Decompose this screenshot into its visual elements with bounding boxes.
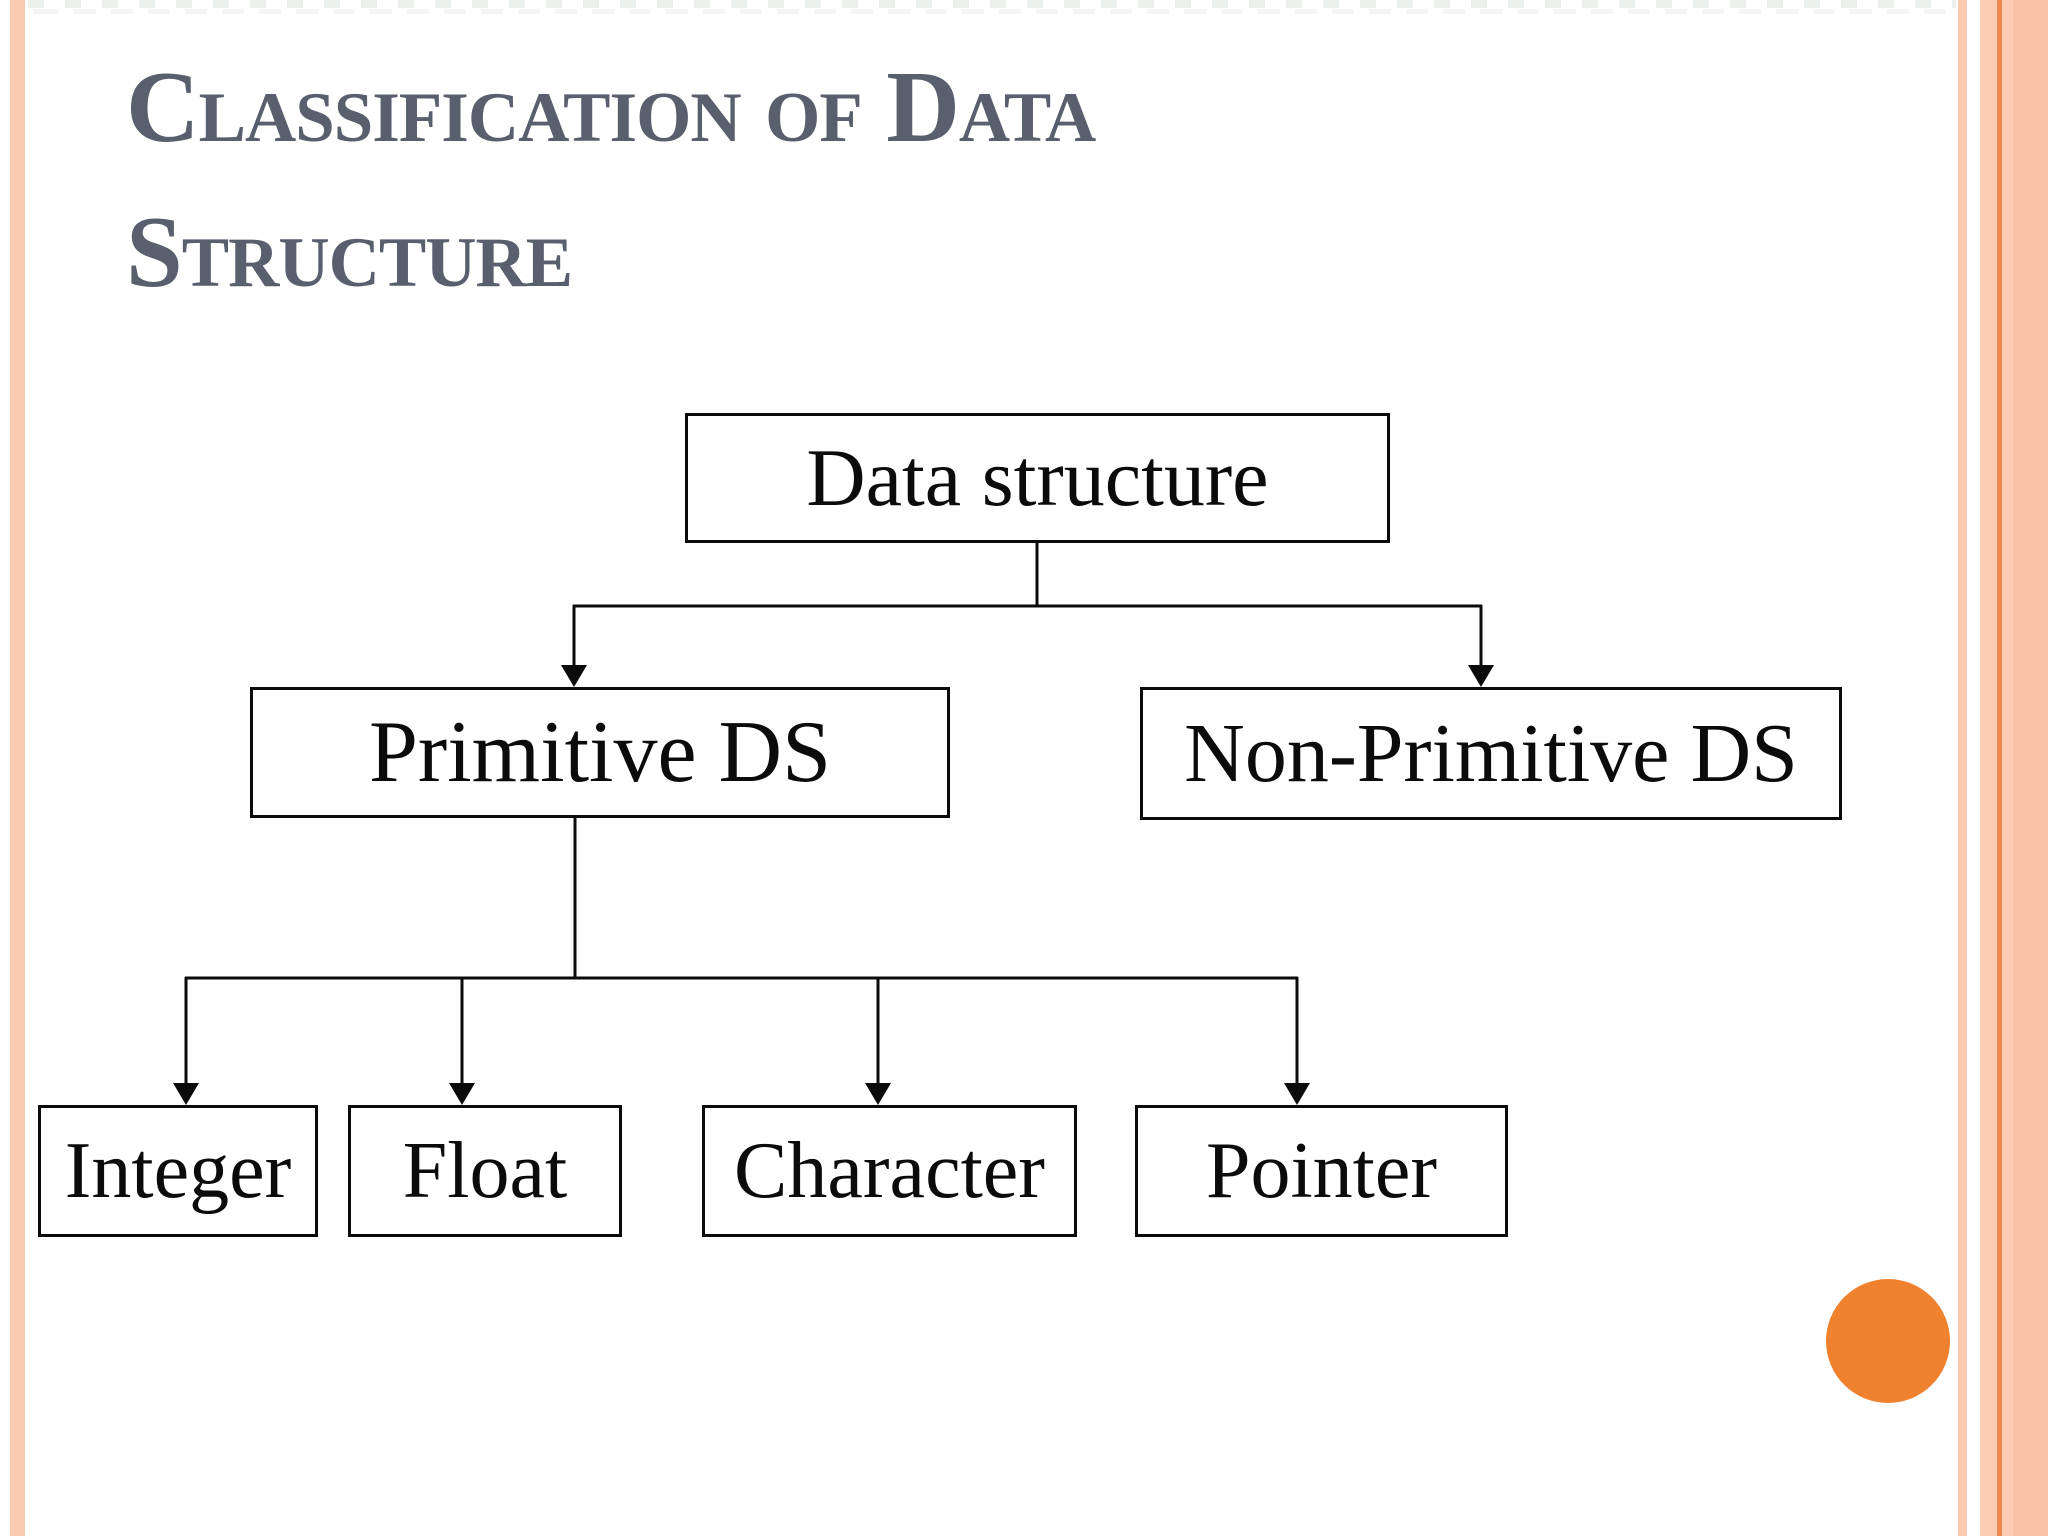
right-border-accent-line [1997, 0, 2002, 1536]
right-border-stripe-thin [1958, 0, 1967, 1536]
node-non-primitive-ds: Non-Primitive DS [1140, 687, 1842, 820]
arrowhead-nonprimitive [1468, 665, 1494, 687]
node-pointer: Pointer [1135, 1105, 1508, 1237]
node-character-label: Character [734, 1126, 1045, 1215]
node-integer-label: Integer [64, 1126, 292, 1215]
accent-circle [1826, 1279, 1950, 1403]
node-character: Character [702, 1105, 1077, 1237]
slide-title: Classification of Data Structure [126, 36, 1096, 326]
slide-title-line1: Classification of Data [126, 51, 1096, 164]
right-border-deep-band [2013, 0, 2048, 1536]
node-non-primitive-ds-label: Non-Primitive DS [1184, 707, 1798, 800]
node-primitive-ds-label: Primitive DS [368, 704, 832, 801]
node-data-structure-label: Data structure [806, 432, 1269, 523]
node-primitive-ds: Primitive DS [250, 687, 950, 818]
arrowhead-float [449, 1083, 475, 1105]
arrowhead-character [865, 1083, 891, 1105]
arrowhead-integer [173, 1083, 199, 1105]
slide-title-line2: Structure [126, 195, 573, 309]
node-integer: Integer [38, 1105, 318, 1237]
right-border-band [1980, 0, 2048, 1536]
node-float-label: Float [402, 1126, 568, 1215]
top-dashed-border [28, 0, 1956, 14]
arrowhead-primitive [561, 665, 587, 687]
node-data-structure: Data structure [685, 413, 1390, 543]
left-border-stripe [10, 0, 25, 1536]
node-pointer-label: Pointer [1205, 1126, 1438, 1215]
node-float: Float [348, 1105, 622, 1237]
arrowhead-pointer [1284, 1083, 1310, 1105]
